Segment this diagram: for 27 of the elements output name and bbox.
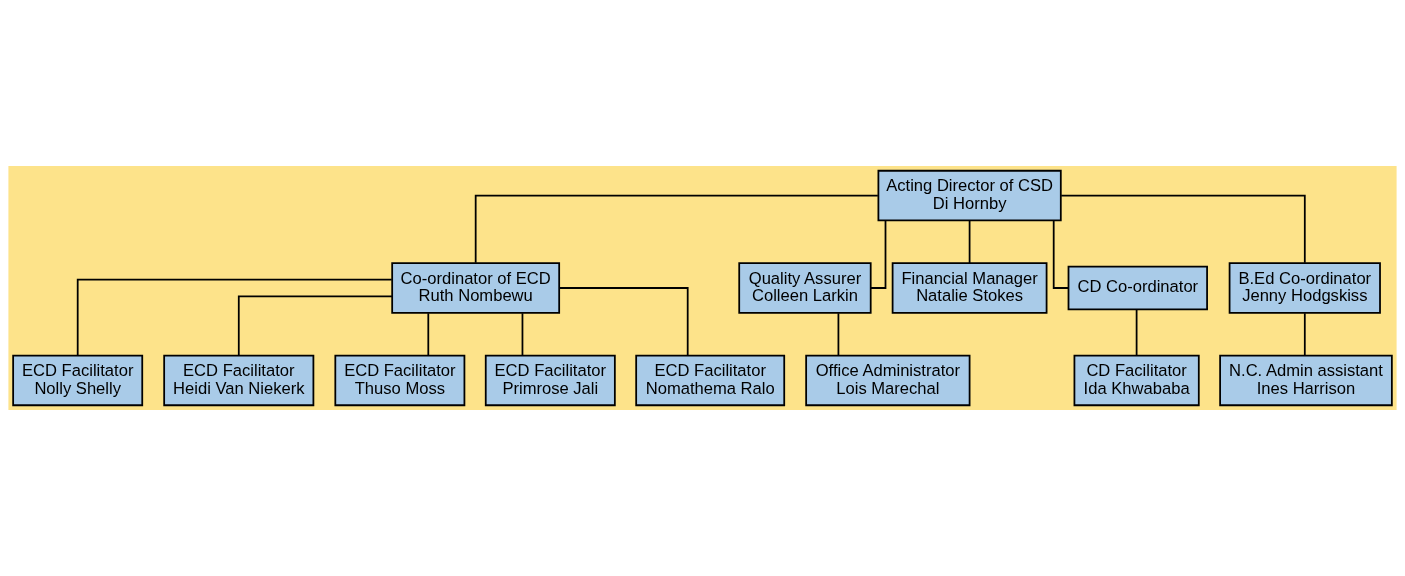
connector (521, 312, 524, 357)
connector (76, 278, 393, 357)
connector (474, 194, 879, 264)
node-box: ECD Facilitator Nomathema Ralo (635, 354, 786, 407)
node-box: Office Administrator Lois Marechal (805, 354, 971, 407)
connector (237, 295, 394, 357)
node-box: ECD Facilitator Heidi Van Niekerk (163, 354, 315, 407)
node-box: N.C. Admin assistant Ines Harrison (1219, 354, 1393, 407)
node-box: Acting Director of CSD Di Hornby (877, 169, 1062, 222)
node-box: B.Ed Co-ordinator Jenny Hodgskiss (1228, 262, 1381, 314)
node-box: ECD Facilitator Nolly Shelly (12, 354, 144, 407)
connector (1135, 308, 1138, 357)
node-box: ECD Facilitator Primrose Jali (484, 354, 616, 407)
connector (558, 287, 689, 357)
connector (968, 219, 971, 264)
connector (837, 312, 840, 357)
connector (1060, 194, 1306, 264)
node-box: Quality Assurer Colleen Larkin (738, 262, 872, 314)
connector (1303, 312, 1306, 357)
node-box: CD Co-ordinator (1067, 265, 1208, 311)
node-box: ECD Facilitator Thuso Moss (334, 354, 466, 407)
connector (1052, 219, 1070, 289)
node-box: CD Facilitator Ida Khwababa (1073, 354, 1200, 407)
connector (869, 219, 887, 289)
connector (427, 312, 430, 357)
node-box: Co-ordinator of ECD Ruth Nombewu (391, 262, 561, 314)
node-box: Financial Manager Natalie Stokes (891, 262, 1048, 314)
